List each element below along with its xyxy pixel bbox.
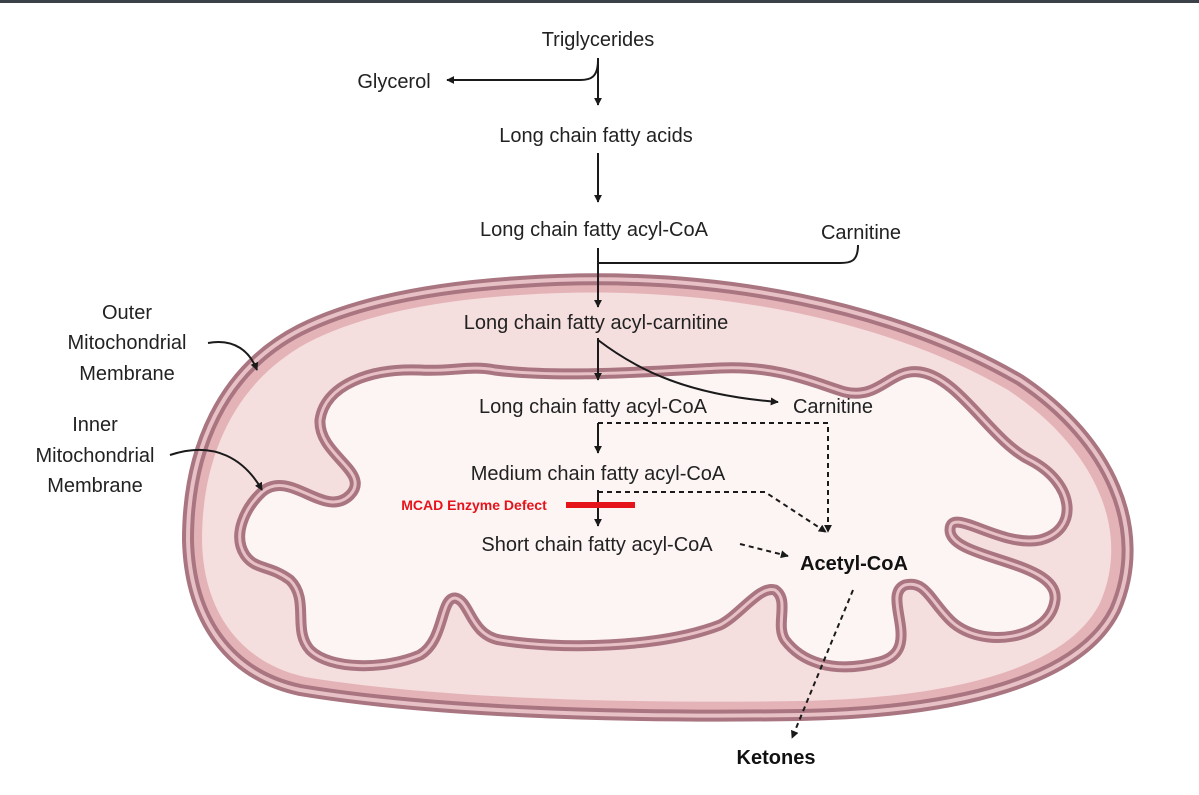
mcad-defect-block	[566, 502, 635, 508]
label-triglycerides: Triglycerides	[542, 29, 655, 51]
top-border	[0, 0, 1199, 3]
label-mcad-enzyme-defect: MCAD Enzyme Defect	[401, 497, 547, 513]
pathway-labels: Triglycerides Glycerol Long chain fatty …	[357, 29, 908, 769]
label-acetyl-coa: Acetyl-CoA	[800, 553, 908, 575]
label-inner-line-2: Mitochondrial	[36, 445, 155, 467]
inner-mitochondrial-membrane	[234, 362, 1073, 673]
pointer-outer-membrane	[207, 341, 259, 371]
label-inner-line-3: Membrane	[47, 475, 143, 497]
arrow-carnitine-join	[598, 244, 859, 264]
dashed-long-to-acetyl	[598, 422, 832, 533]
label-outer-line-3: Membrane	[79, 363, 175, 385]
arrow-to-inner-carnitine	[597, 339, 779, 406]
label-glycerol: Glycerol	[357, 71, 430, 93]
pointer-inner-membrane	[169, 449, 263, 491]
label-long-chain-fatty-acyl-coa: Long chain fatty acyl-CoA	[480, 219, 709, 241]
label-outer-line-2: Mitochondrial	[68, 332, 187, 354]
arrow-to-glycerol	[446, 59, 599, 84]
label-carnitine-outer: Carnitine	[821, 222, 901, 244]
label-inner-line-1: Inner	[72, 414, 118, 436]
label-long-chain-fatty-acids: Long chain fatty acids	[499, 125, 692, 147]
label-outer-line-1: Outer	[102, 302, 152, 324]
dashed-medium-to-acetyl	[598, 491, 827, 533]
label-long-chain-fatty-acyl-carnitine: Long chain fatty acyl-carnitine	[464, 312, 729, 334]
pathway-arrows	[169, 58, 859, 739]
label-long-chain-fatty-acyl-coa-inner: Long chain fatty acyl-CoA	[479, 396, 708, 418]
membrane-labels: Outer Mitochondrial Membrane Inner Mitoc…	[36, 302, 187, 497]
label-medium-chain-fatty-acyl-coa: Medium chain fatty acyl-CoA	[471, 463, 726, 485]
label-short-chain-fatty-acyl-coa: Short chain fatty acyl-CoA	[481, 534, 713, 556]
label-carnitine-inner: Carnitine	[793, 396, 873, 418]
label-ketones: Ketones	[737, 747, 816, 769]
